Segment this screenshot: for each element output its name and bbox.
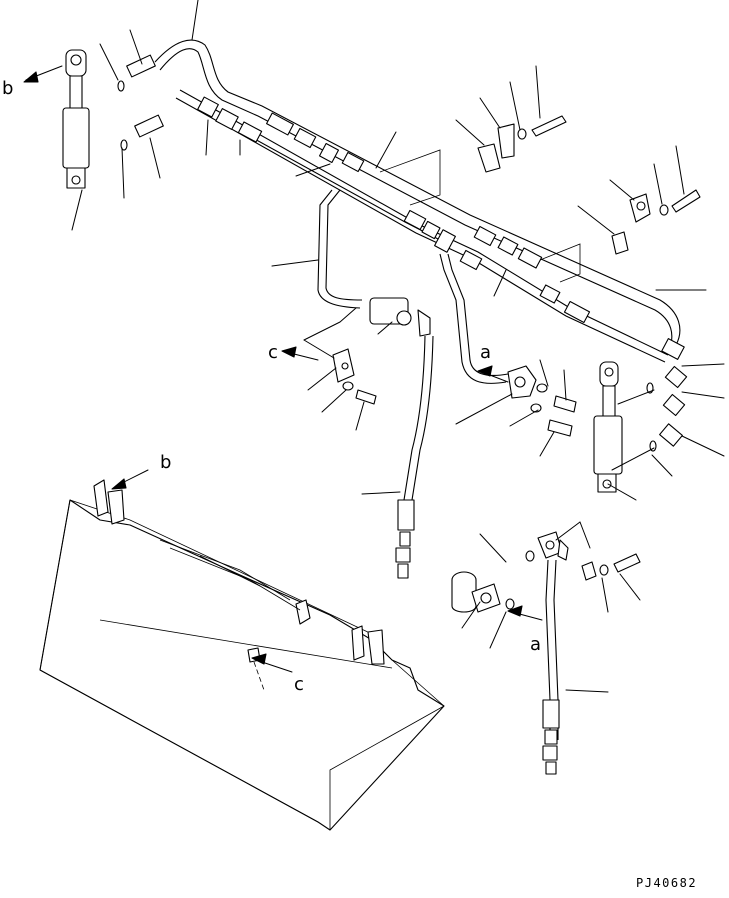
- label-c-bracket: c: [268, 342, 278, 363]
- leader-lines: [23, 0, 725, 693]
- right-cylinder: [593, 361, 657, 493]
- right-branch-tubes: [439, 253, 577, 437]
- pipe-fittings: [126, 54, 688, 447]
- label-c-bucket: c: [294, 674, 304, 695]
- center-valve-assembly: [317, 189, 434, 579]
- label-a-flange: a: [480, 342, 491, 363]
- bucket: [39, 479, 445, 831]
- drawing-code: PJ40682: [636, 876, 697, 890]
- left-cylinder: [62, 49, 128, 189]
- label-b-top: b: [2, 78, 13, 99]
- main-pipe-run: [154, 39, 681, 363]
- brackets-bolts: [379, 115, 701, 283]
- label-a-detail: a: [530, 634, 541, 655]
- detail-a-assembly: [451, 531, 641, 775]
- label-b-bucket: b: [160, 452, 171, 473]
